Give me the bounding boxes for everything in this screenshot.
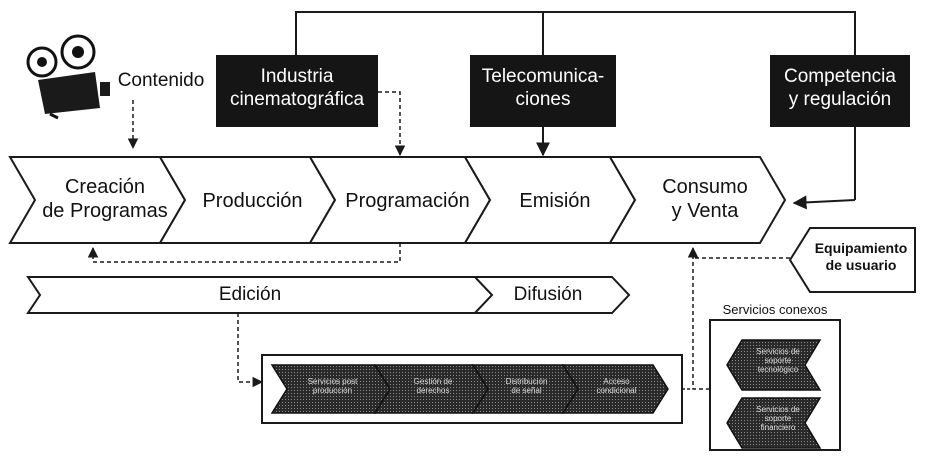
box-telecomunicaciones [470, 55, 616, 127]
bar-difusion [472, 276, 631, 314]
stage-produccion-label: Producción [202, 190, 303, 212]
equipamiento-arrow [687, 246, 790, 259]
substage-chevrons [270, 364, 669, 414]
chevron-consumo [608, 156, 787, 244]
stage-creacion-label: Creación de Programas [42, 176, 168, 222]
film-projector-icon [26, 34, 110, 120]
chevron-equipamiento [788, 227, 916, 293]
servicio-item-1-label: Servicios de soporte tecnológico [756, 347, 800, 374]
servicios-chevrons [726, 339, 822, 449]
substage-2-label: Gestión de derechos [413, 377, 453, 395]
stage-chevrons [8, 156, 787, 244]
substage-4-label: Acceso condicional [596, 377, 637, 395]
substage-1-label: Servicios post producción [307, 377, 358, 395]
edicion-to-substages-arrow [237, 313, 264, 388]
box-tele-label: Telecomunica- ciones [481, 66, 605, 110]
consumo-servicios-link [692, 255, 712, 390]
stage-consumo-label: Consumo y Venta [662, 176, 748, 222]
stage-emision-label: Emisión [519, 190, 591, 212]
servicio-item-2-label: Servicios de soporte financiero [756, 405, 800, 432]
servicios-title: Servicios conexos [722, 302, 828, 317]
box-competencia-regulacion [770, 55, 910, 127]
edicion-label: Edición [218, 284, 282, 305]
substage-3-label: Distribución de señal [505, 377, 548, 395]
box-comp-label: Competencia y regulación [784, 66, 896, 110]
difusion-label: Difusión [513, 284, 583, 305]
box-cine-label: Industria cinematográfica [229, 66, 365, 110]
contenido-label: Contenido [117, 70, 205, 91]
box-industria-cinematografica [216, 55, 378, 127]
equipamiento-label: Equipamiento de usuario [814, 240, 908, 273]
return-loop-arrow [87, 243, 401, 263]
stage-programacion-label: Programación [345, 190, 470, 212]
cine-to-programacion-arrow [378, 91, 406, 157]
